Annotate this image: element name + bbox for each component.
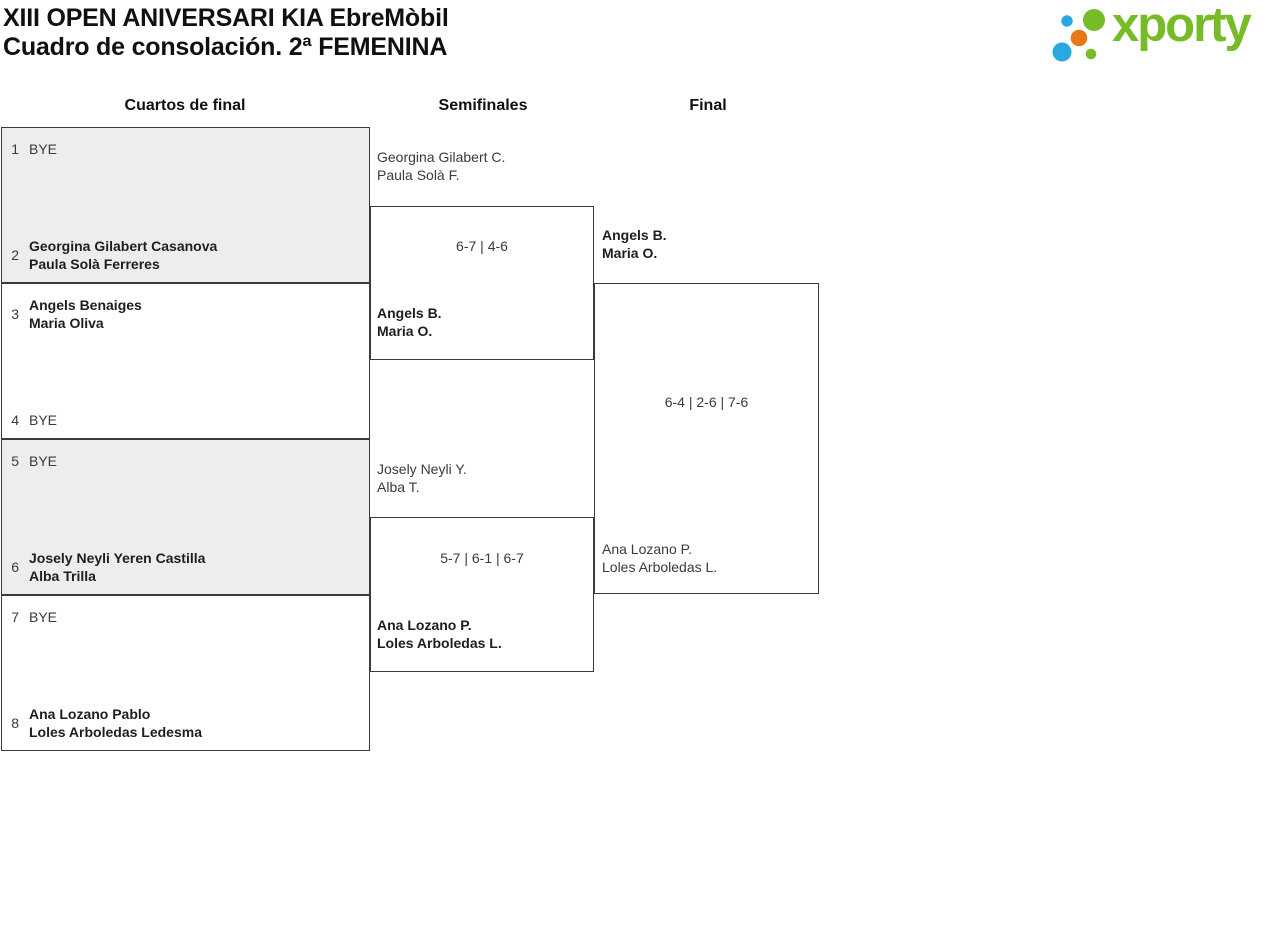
- round-header-final: Final: [689, 97, 727, 114]
- team-name: BYE: [29, 141, 58, 157]
- xporty-dots-icon: [1052, 9, 1105, 62]
- seed-number: 4: [11, 412, 19, 428]
- xporty-wordmark: xporty: [1112, 0, 1252, 52]
- xporty-logo[interactable]: xporty: [1046, 0, 1278, 75]
- bracket-subtitle: Cuadro de consolación. 2ª FEMENINA: [3, 33, 448, 61]
- seed-number: 3: [11, 306, 19, 322]
- sf1-top-team: Georgina Gilabert C.Paula Solà F.: [377, 149, 506, 183]
- sf1-bottom-team: Angels B.Maria O.: [377, 305, 442, 339]
- seed-number: 8: [11, 715, 19, 731]
- final-score: 6-4 | 2-6 | 7-6: [664, 394, 749, 410]
- sf-match-2-box: [370, 517, 594, 672]
- team-name: BYE: [29, 609, 58, 625]
- round-header-quarterfinals: Cuartos de final: [124, 97, 246, 114]
- sf-match-1-box: [370, 206, 594, 360]
- seed-number: 6: [11, 559, 19, 575]
- bracket-slot-7: 7 BYE: [10, 608, 361, 626]
- team-name: BYE: [29, 412, 58, 428]
- tournament-title: XIII OPEN ANIVERSARI KIA EbreMòbil: [3, 4, 449, 32]
- seed-number: 7: [11, 609, 19, 625]
- final-match-box: [594, 283, 819, 594]
- team-name: BYE: [29, 453, 58, 469]
- sf2-score: 5-7 | 6-1 | 6-7: [440, 550, 524, 566]
- seed-number: 1: [11, 141, 19, 157]
- seed-number: 5: [11, 453, 19, 469]
- sf2-top-team: Josely Neyli Y.Alba T.: [377, 461, 467, 495]
- final-bottom-team: Ana Lozano P.Loles Arboledas L.: [602, 541, 718, 575]
- bracket-slot-5: 5 BYE: [10, 452, 361, 470]
- round-header-semifinals: Semifinales: [438, 97, 528, 114]
- sf2-bottom-team: Ana Lozano P.Loles Arboledas L.: [377, 617, 502, 651]
- sf1-score: 6-7 | 4-6: [456, 238, 508, 254]
- seed-number: 2: [11, 247, 19, 263]
- bracket-slot-1: 1 BYE: [10, 140, 361, 158]
- page-title: XIII OPEN ANIVERSARI KIA EbreMòbil Cuadr…: [3, 4, 449, 62]
- bracket-slot-4: 4 BYE: [10, 411, 361, 429]
- final-top-team: Angels B.Maria O.: [602, 227, 667, 261]
